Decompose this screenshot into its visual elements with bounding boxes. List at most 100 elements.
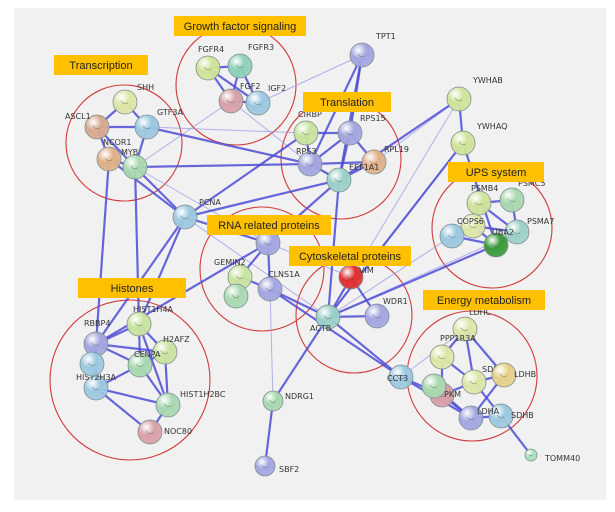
node-eef1a1[interactable]: EEF1A1 xyxy=(326,163,379,193)
node-ldha[interactable]: LDHA xyxy=(458,405,500,431)
node-label: YWHAB xyxy=(472,76,503,85)
node-structure-glyph xyxy=(87,362,96,367)
edge-weak-FGF2-MYB xyxy=(134,100,232,168)
node-igf2[interactable]: IGF2 xyxy=(245,84,286,116)
node-tomm40[interactable]: TOMM40 xyxy=(524,448,580,463)
node-tpt1[interactable]: TPT1 xyxy=(349,32,396,68)
node-rna_a[interactable] xyxy=(223,283,249,309)
node-structure-glyph xyxy=(231,294,240,299)
node-gtf3a[interactable]: GTF3A xyxy=(134,108,183,140)
node-hist1h4a[interactable]: HIST1H4A xyxy=(126,305,174,337)
node-label: RPL19 xyxy=(384,145,409,154)
node-label: FGFR3 xyxy=(248,43,274,52)
node-cct3[interactable]: CCT3 xyxy=(387,364,414,390)
node-rpl19[interactable]: RPL19 xyxy=(361,145,409,175)
node-sphere xyxy=(349,42,375,68)
node-label: PCNA xyxy=(199,198,221,207)
group-circle-transcription xyxy=(65,84,183,202)
node-ldhb[interactable]: LDHB xyxy=(491,362,536,388)
node-h2afz[interactable]: H2AFZ xyxy=(152,335,190,365)
node-sphere xyxy=(315,304,341,330)
node-psmb4[interactable]: PSMB4 xyxy=(466,184,498,216)
node-uba2[interactable]: UBA2 xyxy=(483,228,514,258)
group-label-text: RNA related proteins xyxy=(218,220,320,232)
node-structure-glyph xyxy=(130,165,139,170)
node-structure-glyph xyxy=(305,162,314,167)
node-label: YWHAQ xyxy=(476,122,507,131)
node-psmc5[interactable]: PSMC5 xyxy=(499,179,545,213)
node-label: RPS15 xyxy=(360,114,386,123)
node-label: CIRBP xyxy=(298,110,322,119)
node-sphere xyxy=(361,149,387,175)
node-shh[interactable]: SHH xyxy=(112,83,154,115)
node-myb[interactable]: MYB xyxy=(121,148,148,180)
node-ywhaq[interactable]: YWHAQ xyxy=(450,122,507,156)
node-sdhb[interactable]: SDHB xyxy=(488,403,534,429)
node-label: WDR1 xyxy=(383,297,408,306)
node-sphere xyxy=(421,373,447,399)
node-structure-glyph xyxy=(512,230,521,235)
node-ascl1[interactable]: ASCL1 xyxy=(65,112,110,140)
group-label-box xyxy=(54,55,148,75)
node-rps3[interactable]: RPS3 xyxy=(296,147,323,177)
group-label-growth: Growth factor signaling xyxy=(174,16,306,36)
node-fgfr3[interactable]: FGFR3 xyxy=(227,43,274,79)
node-structure-glyph xyxy=(334,178,343,183)
node-ncor1[interactable]: NCOR1 xyxy=(96,138,132,172)
node-structure-glyph xyxy=(134,322,143,327)
group-label-text: Transcription xyxy=(69,60,132,72)
node-cenpa[interactable]: CENPA xyxy=(127,350,161,378)
node-sphere xyxy=(126,311,152,337)
node-hist1h2bc[interactable]: HIST1H2BC xyxy=(155,390,226,418)
node-label: UBA2 xyxy=(492,228,514,237)
node-rps15[interactable]: RPS15 xyxy=(337,114,386,146)
node-cops6[interactable]: COPS6 xyxy=(457,213,486,239)
node-noc80[interactable]: NOC80 xyxy=(137,419,192,445)
node-label: COPS6 xyxy=(457,217,484,226)
node-cirbp[interactable]: CIRBP xyxy=(293,110,322,146)
edge-NCOR1-RBBP4 xyxy=(94,157,111,346)
node-pcna[interactable]: PCNA xyxy=(172,198,221,230)
node-structure-glyph xyxy=(263,241,272,246)
node-structure-glyph xyxy=(160,350,169,355)
node-vim[interactable]: VIM xyxy=(338,264,374,290)
node-structure-glyph xyxy=(429,384,438,389)
node-ywhab[interactable]: YWHAB xyxy=(446,76,503,112)
node-hist_a[interactable] xyxy=(79,351,105,377)
node-fgf2[interactable]: FGF2 xyxy=(218,82,261,114)
node-en_a[interactable] xyxy=(421,373,447,399)
node-sphere xyxy=(460,213,486,239)
node-structure-glyph xyxy=(454,97,463,102)
node-ndrg1[interactable]: NDRG1 xyxy=(262,390,314,412)
node-label: RBBP4 xyxy=(84,319,110,328)
node-label: NOC80 xyxy=(164,427,192,436)
node-sphere xyxy=(127,352,153,378)
node-ppp1r3a[interactable]: PPP1R3A xyxy=(429,334,476,370)
edge-ACTB-CCT3 xyxy=(326,315,403,379)
group-label-box xyxy=(423,290,545,310)
node-hist2h3a[interactable]: HIST2H3A xyxy=(76,373,117,401)
node-structure-glyph xyxy=(269,399,276,403)
node-fgfr4[interactable]: FGFR4 xyxy=(195,45,224,81)
node-label: PSMB4 xyxy=(471,184,498,193)
node-sphere xyxy=(137,419,163,445)
edge-MYB-RPS3 xyxy=(133,162,312,169)
node-sphere xyxy=(450,130,476,156)
node-label: NCOR1 xyxy=(103,138,132,147)
node-sphere xyxy=(504,219,530,245)
node-psma7[interactable]: PSMA7 xyxy=(504,217,554,245)
edge-GTF3A-RPS3 xyxy=(145,125,312,166)
node-actb[interactable]: ACTB xyxy=(310,304,341,333)
group-label-transcription: Transcription xyxy=(54,55,148,75)
node-wdr1[interactable]: WDR1 xyxy=(364,297,408,329)
edge-weak-GTF3A-CIRBP xyxy=(146,126,307,134)
edge-EEF1A1-PCNA xyxy=(183,178,341,219)
node-ldhc[interactable]: LDHC xyxy=(452,308,492,342)
node-ups_a[interactable] xyxy=(439,223,465,249)
node-rbbp4[interactable]: RBBP4 xyxy=(83,319,110,357)
node-sbf2[interactable]: SBF2 xyxy=(254,455,299,477)
node-sphere xyxy=(452,316,478,342)
node-clns1a[interactable]: CLNS1A xyxy=(257,270,300,302)
